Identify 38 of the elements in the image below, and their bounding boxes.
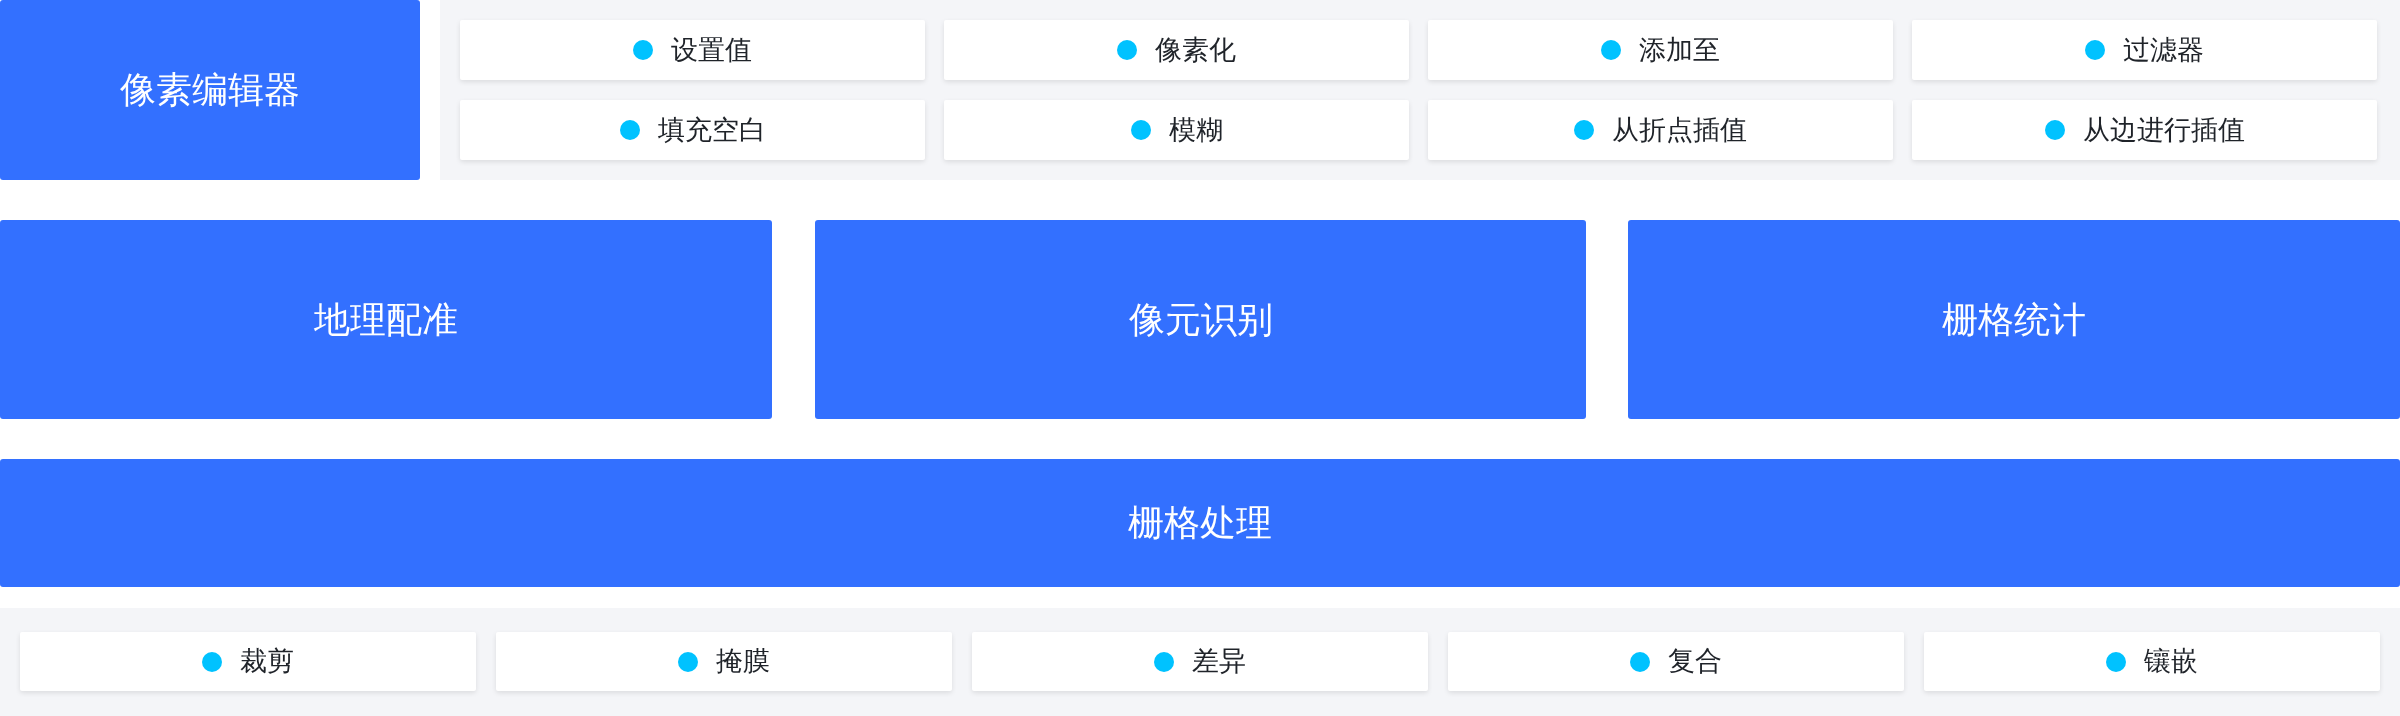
- item-card: [460, 100, 925, 160]
- module-block: [1628, 220, 2400, 419]
- item-label: 镶嵌: [2144, 648, 2198, 675]
- item-label: 差异: [1192, 648, 1246, 675]
- item-card: [496, 632, 952, 691]
- item-card: [20, 632, 476, 691]
- item-label: 复合: [1668, 648, 1722, 675]
- item-label: 从折点插值: [1612, 116, 1747, 144]
- item-card: [1912, 20, 2377, 80]
- item-label: 填充空白: [657, 116, 766, 144]
- item-card: [972, 632, 1428, 691]
- item-card: [1912, 100, 2377, 160]
- group-panel: [440, 0, 2400, 180]
- module-title: 像元识别: [1128, 301, 1273, 338]
- item-card: [944, 100, 1409, 160]
- item-label: 像素化: [1155, 36, 1236, 64]
- module-title: 栅格处理: [1128, 505, 1272, 541]
- item-card: [460, 20, 925, 80]
- item-label: 设置值: [671, 36, 752, 64]
- module-title: 栅格统计: [1942, 301, 2086, 338]
- module-title: 像素编辑器: [120, 72, 300, 108]
- module-block: [0, 220, 772, 419]
- item-card: [1428, 20, 1893, 80]
- module-block: [0, 459, 2400, 587]
- item-card: [1924, 632, 2380, 691]
- item-label: 添加至: [1639, 36, 1720, 64]
- module-block: [815, 220, 1586, 419]
- item-card: [1448, 632, 1904, 691]
- item-label: 模糊: [1168, 116, 1223, 144]
- item-label: 掩膜: [716, 648, 770, 675]
- group-panel: [0, 608, 2400, 716]
- item-card: [944, 20, 1409, 80]
- item-label: 裁剪: [240, 648, 294, 675]
- item-label: 过滤器: [2123, 36, 2204, 64]
- module-title: 地理配准: [314, 301, 458, 338]
- item-label: 从边进行插值: [2082, 116, 2245, 144]
- module-block: [0, 0, 420, 180]
- item-card: [1428, 100, 1893, 160]
